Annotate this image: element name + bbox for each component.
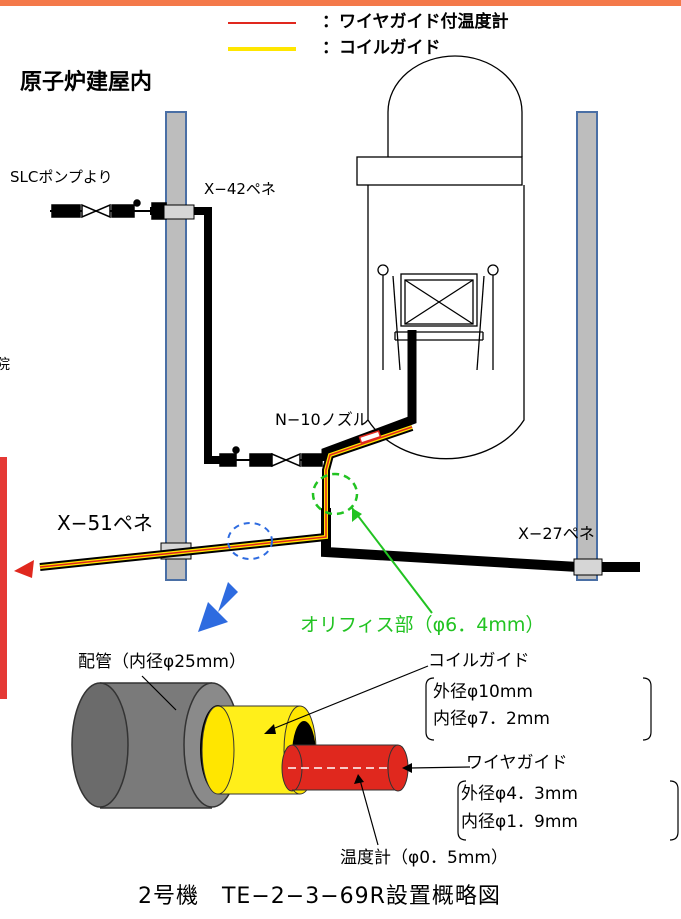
orifice-leader — [351, 507, 433, 614]
wire-outer-diameter: 外径φ4．3mm — [461, 784, 578, 804]
section-dashed-circle — [227, 522, 273, 560]
blue-arrow — [198, 582, 238, 632]
spec-brackets — [425, 677, 679, 841]
wire-inner-diameter: 内径φ1．9mm — [461, 812, 578, 832]
orifice-dashed-circle — [311, 472, 359, 516]
left-wall — [165, 111, 187, 581]
x42-penetration — [163, 204, 195, 220]
red-arrow — [14, 560, 34, 578]
coil-guide-label: コイルガイド — [428, 651, 530, 671]
edge-cut-text: 院 — [0, 357, 10, 373]
left-red-edge-bar — [0, 457, 7, 699]
x42-pene-label: X−42ペネ — [204, 180, 276, 198]
leader-lines — [141, 665, 471, 846]
thermometer-label: 温度計（φ0．5mm） — [340, 848, 508, 868]
right-wall — [576, 111, 598, 581]
legend-coil-guide-label: ：コイルガイド — [322, 38, 441, 58]
coil-inner-diameter: 内径φ7．2mm — [433, 709, 550, 729]
coil-outer-diameter: 外径φ10mm — [433, 682, 533, 702]
figure-caption: 2号機 TE−2−3−69R設置概略図 — [138, 884, 501, 909]
legend-thermometer-label: ：ワイヤガイド付温度計 — [322, 12, 509, 32]
pipe-cross-section — [71, 682, 409, 809]
slc-pump-label: SLCポンプより — [10, 168, 113, 186]
leader-arrowheads — [264, 724, 412, 784]
slc-line-valves — [51, 199, 167, 220]
x27-penetration — [573, 558, 603, 576]
top-accent-bar — [0, 0, 681, 6]
x51-pene-label: X−51ペネ — [57, 511, 153, 535]
n10-nozzle-marker — [358, 430, 382, 444]
x27-pene-label: X−27ペネ — [518, 524, 595, 543]
orifice-label: オリフィス部（φ6．4mm） — [300, 614, 545, 636]
guide-tube-route — [39, 423, 414, 571]
wire-guide-label: ワイヤガイド — [466, 753, 568, 773]
lower-line-valves — [219, 446, 323, 468]
building-label: 原子炉建屋内 — [20, 70, 153, 95]
reactor-vessel — [356, 55, 525, 460]
pipe-label: 配管（内径φ25mm） — [78, 652, 246, 672]
n10-nozzle-label: N−10ノズル — [275, 410, 369, 429]
